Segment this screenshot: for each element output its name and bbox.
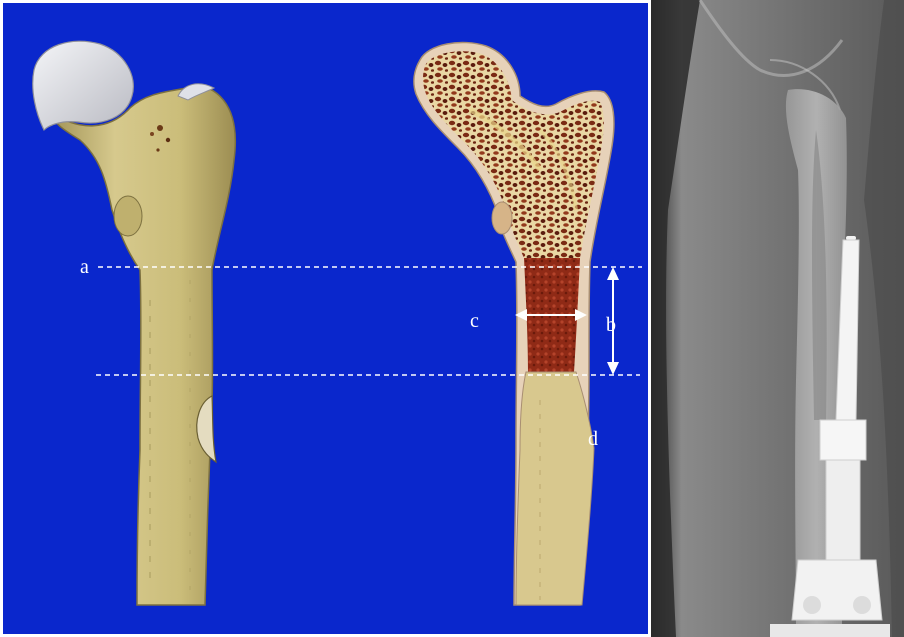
label-a: a (80, 256, 89, 278)
femur-xray-with-implant (651, 0, 904, 637)
label-b: b (606, 314, 616, 336)
label-c: c (470, 310, 479, 332)
label-d: d (588, 428, 598, 450)
